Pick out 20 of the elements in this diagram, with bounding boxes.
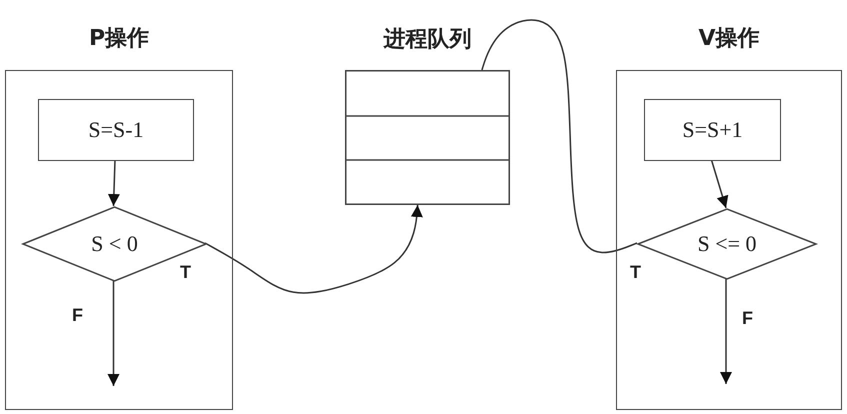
expression: S=S+1 — [681, 117, 744, 143]
arrow — [710, 160, 728, 208]
arrow — [108, 280, 120, 386]
edge-label: T — [180, 262, 191, 283]
expression: S < 0 — [90, 231, 139, 257]
expression: S=S-1 — [87, 117, 145, 143]
process-box — [38, 99, 194, 161]
expression: S <= 0 — [696, 231, 758, 257]
edge-label: F — [72, 305, 83, 326]
edge-label: T — [630, 262, 641, 283]
process-box — [644, 99, 781, 161]
heading: V操作 — [697, 25, 761, 53]
edge-label: F — [742, 308, 753, 329]
decision-diamond — [23, 207, 206, 281]
arrow — [204, 204, 423, 294]
arrow — [720, 278, 732, 384]
heading: 进程队列 — [382, 26, 472, 54]
arrow — [108, 160, 120, 206]
connector-line — [481, 19, 638, 254]
heading: P操作 — [88, 25, 150, 53]
